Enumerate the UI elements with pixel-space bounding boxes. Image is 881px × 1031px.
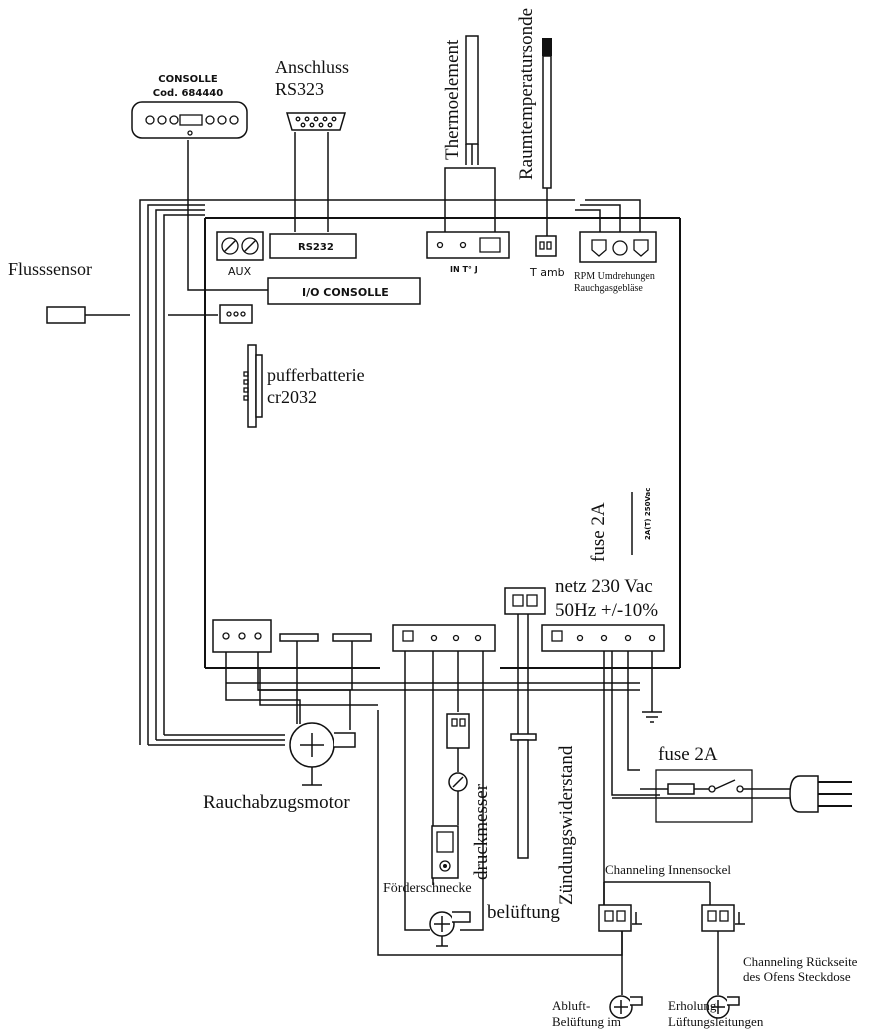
t-amb-label: T amb [529,266,565,279]
raumtemperatursonde-label: Raumtemperatursonde [516,8,537,180]
flusssensor-label: Flusssensor [8,259,92,279]
rpm-connector: RPM Umdrehungen Rauchgasgebläse [574,199,657,294]
thermoelement: Thermoelement [442,35,496,232]
pufferbatterie-label-2: cr2032 [267,387,317,407]
erholung-label-1: Erholung [668,998,717,1013]
flusssensor: Flusssensor [8,259,253,324]
consolle-code: Cod. 684440 [153,88,223,99]
mains-input: netz 230 Vac 50Hz +/-10% [504,576,658,621]
rpm-label-2: Rauchgasgebläse [574,283,643,294]
rauchabzugsmotor: Rauchabzugsmotor [203,641,356,813]
board-fuse: fuse 2A 2A(T) 250Vac [588,488,652,562]
aux-connector: AUX [216,231,264,278]
io-consolle-label: I/O CONSOLLE [302,286,389,299]
consolle-unit: CONSOLLE Cod. 684440 [131,74,268,291]
bottom-bus [226,682,640,691]
rs232-port: RS232 [269,233,357,259]
netz-label-2: 50Hz +/-10% [555,600,658,621]
erholung-fan: Erholung Lüftungsleitungen [668,995,764,1029]
thermocouple-input: IN T° J [426,231,510,274]
fuse-board-label: fuse 2A [588,502,609,562]
zuendungswiderstand: Zündungswiderstand [510,614,577,905]
foerderschnecke-assembly: druckmesser Förderschnecke [383,651,492,900]
aux-label: AUX [228,265,252,278]
output-connector [541,624,665,652]
pufferbatterie-label-1: pufferbatterie [267,365,365,385]
rpm-label-1: RPM Umdrehungen [574,271,655,282]
channeling-rueck-label-2: des Ofens Steckdose [743,969,851,984]
rs232-label: RS232 [298,242,334,253]
channeling-rueck-label-1: Channeling Rückseite [743,954,858,969]
pufferbatterie: pufferbatterie cr2032 [243,344,365,428]
fuse-line-label: fuse 2A [658,744,718,765]
netz-label-1: netz 230 Vac [555,576,653,597]
abluft-fan: Abluft- Belüftung im [552,995,643,1029]
fuse-rating-label: 2A(T) 250Vac [644,488,652,540]
mains-wiring: fuse 2A [603,651,852,912]
erholung-label-2: Lüftungsleitungen [668,1014,764,1029]
wire-harness [139,199,575,746]
anschluss-label: Anschluss [275,57,349,77]
rs323-label: RS323 [275,79,324,99]
rauchabzug-label: Rauchabzugsmotor [203,792,350,813]
druckmesser-label: druckmesser [471,783,492,880]
channeling-innen-label: Channeling Innensockel [605,862,731,877]
abluft-label-1: Abluft- [552,998,590,1013]
t-amb-connector: T amb [529,235,565,279]
abluft-label-2: Belüftung im [552,1014,621,1029]
in-tc-label: IN T° J [450,265,478,274]
control-board [204,217,681,669]
smoke-motor-connector [212,619,372,653]
belueftung-fan: belüftung [404,900,560,947]
zuendung-label: Zündungswiderstand [556,745,577,905]
auger-connector [392,624,496,652]
channeling-outlets: Channeling Innensockel Channeling Rückse… [259,668,858,995]
rs323-connector: Anschluss RS323 [275,57,349,232]
io-consolle-port: I/O CONSOLLE [267,277,421,305]
belueftung-label: belüftung [487,902,560,923]
foerderschnecke-label: Förderschnecke [383,881,472,896]
consolle-title: CONSOLLE [158,74,218,85]
raumtemperatursonde: Raumtemperatursonde [516,8,552,240]
thermoelement-label: Thermoelement [442,39,463,160]
